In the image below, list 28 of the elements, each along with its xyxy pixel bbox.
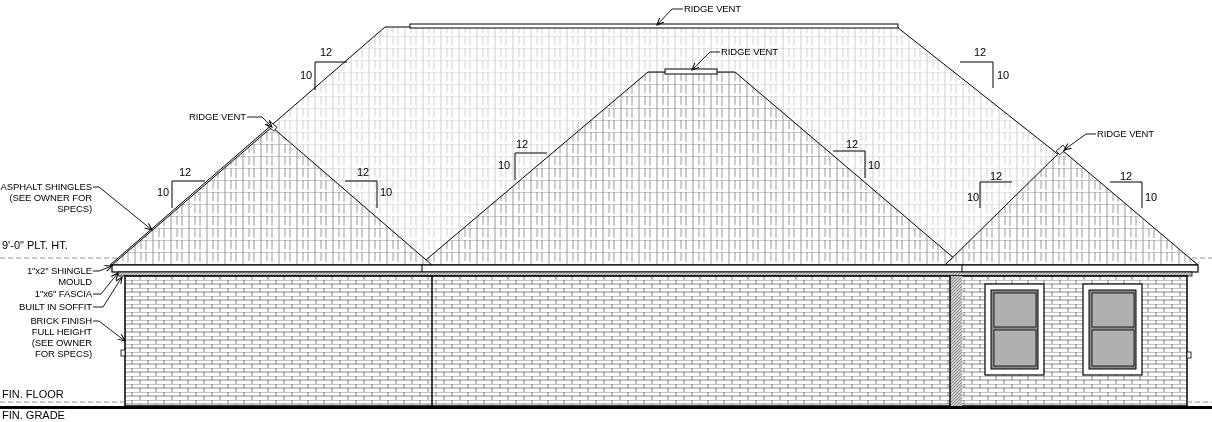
callout-text: BUILT IN SOFFIT (18, 301, 92, 312)
callout-text: ASPHALT SHINGLES (SEE OWNER FOR SPECS) (0, 181, 92, 214)
roof-pitch-number: 12 (990, 171, 1003, 182)
roof-pitch-number: 12 (846, 139, 859, 150)
roof-pitch-number: 12 (516, 139, 529, 150)
callout-text: RIDGE VENT (188, 111, 246, 122)
roof-pitch-number: 10 (997, 70, 1010, 81)
level-label: FIN. FLOOR (2, 389, 64, 400)
roof-pitch-number: 12 (179, 167, 192, 178)
level-label: 9'-0" PLT. HT. (2, 240, 68, 251)
level-label: FIN. GRADE (2, 410, 65, 421)
roof-pitch-number: 10 (967, 192, 980, 203)
roof-pitch-number: 10 (380, 187, 393, 198)
callout-text: RIDGE VENT (684, 3, 742, 14)
roof-pitch-number: 10 (300, 70, 313, 81)
roof-pitch-number: 10 (157, 187, 170, 198)
roof-pitch-number: 10 (498, 160, 511, 171)
roof-pitch-number: 10 (1145, 192, 1158, 203)
callout-text: BRICK FINISH FULL HEIGHT (SEE OWNER FOR SPECS) (20, 315, 92, 359)
callout-text: RIDGE VENT (1097, 128, 1155, 139)
callout-text: 1"x6" FASCIA (34, 288, 92, 299)
roof-pitch-number: 12 (320, 47, 333, 58)
roof-pitch-number: 10 (868, 160, 881, 171)
callout-text: RIDGE VENT (721, 46, 779, 57)
roof-pitch-number: 12 (974, 47, 987, 58)
roof-pitch-number: 12 (1120, 171, 1133, 182)
roof-pitch-number: 12 (357, 167, 370, 178)
callout-text: 1"x2" SHINGLE MOULD (6, 265, 92, 287)
